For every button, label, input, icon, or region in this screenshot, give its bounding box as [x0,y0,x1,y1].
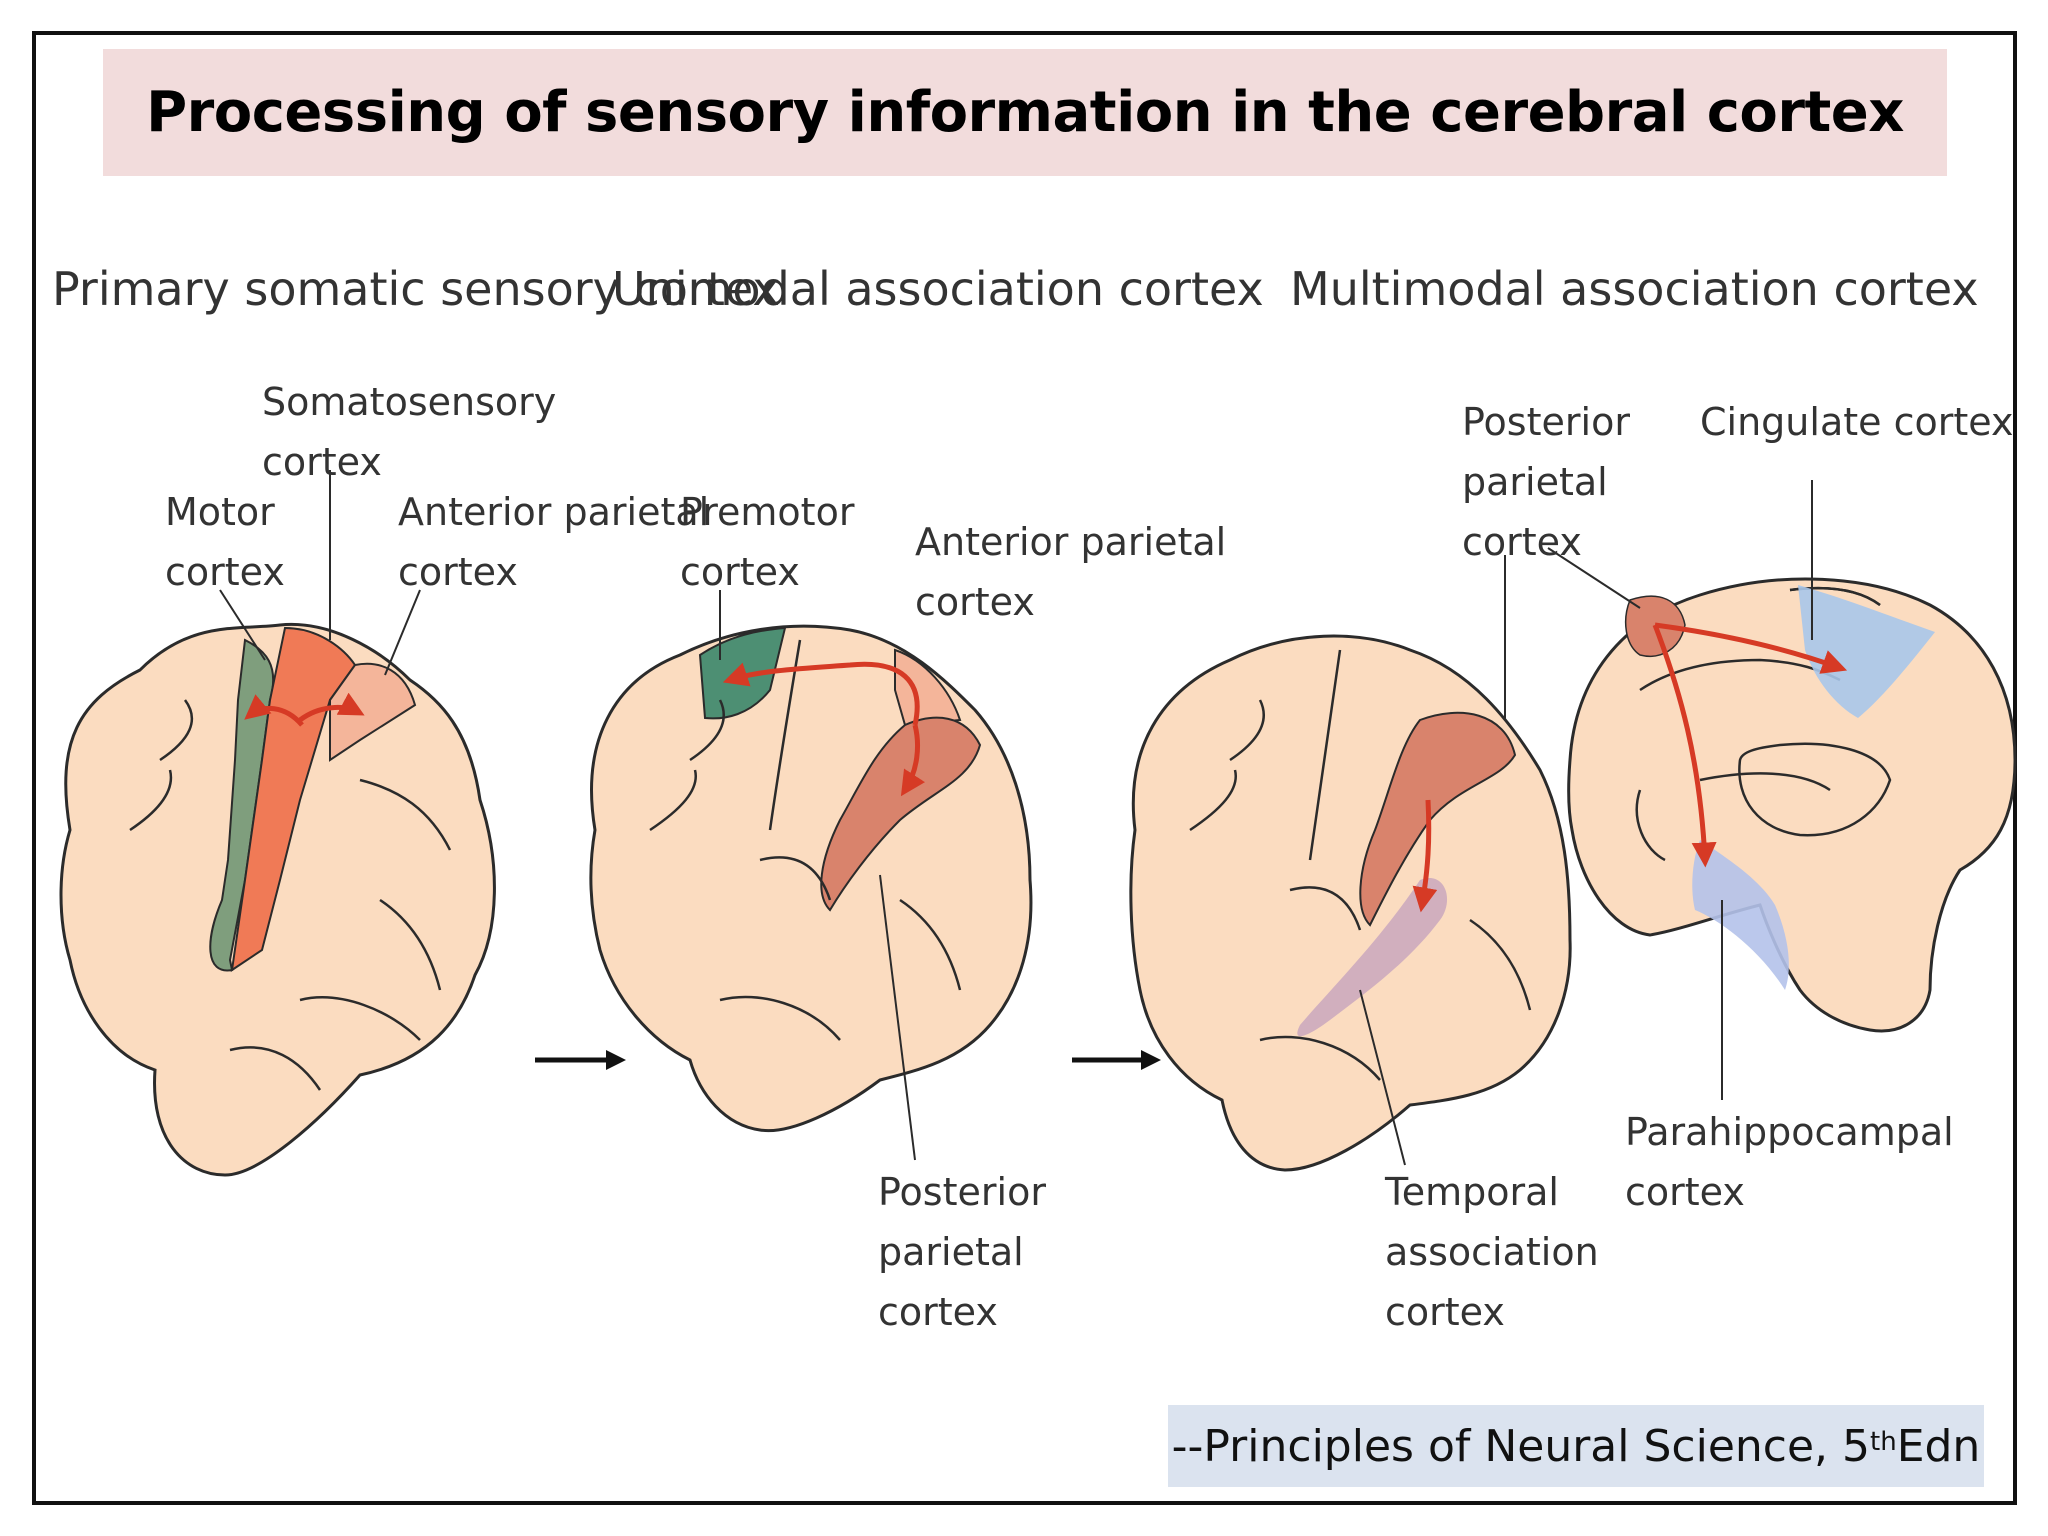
gyri-lines [129,699,452,1091]
parahippocampal-cortex-region [1692,840,1789,990]
brain-lateral-3 [1129,555,1572,1172]
label-posterior-parietal-3: Posterior parietal cortex [1462,400,1642,564]
panel-2-heading: Unimodal association cortex [612,262,1264,316]
brain-outline [589,624,1033,1133]
label-posterior-parietal-2: Posterior parietal cortex [878,1170,1058,1334]
citation-prefix: --Principles of Neural Science, 5 [1171,1420,1870,1472]
brain-lateral-2 [589,590,1033,1161]
arrow-to-anterior-parietal [298,692,365,723]
arrow-to-posterior-parietal [900,724,926,797]
posterior-parietal-region [1359,711,1517,927]
leader-posterior-parietal [879,874,916,1161]
gyri-lines [649,639,962,1041]
label-parahippocampal: Parahippocampal cortex [1625,1110,1966,1214]
gyri-lines [1189,649,1532,1081]
arrow-to-cingulate [1654,622,1848,674]
somatosensory-cortex-region [230,626,357,973]
label-motor: Motor cortex [165,490,287,594]
arrow-to-temporal [1412,799,1438,913]
panel-3-heading: Multimodal association cortex [1290,262,1979,316]
label-temporal: Temporal association cortex [1384,1170,1611,1334]
label-cingulate: Cingulate cortex [1700,400,2013,444]
posterior-parietal-region [820,716,982,912]
citation-sup: th [1870,1427,1897,1457]
title-banner: Processing of sensory information in the… [103,49,1947,176]
brain-medial [1547,480,2017,1100]
arrow-to-premotor [722,661,920,726]
cingulate-cortex-region [1798,585,1935,718]
panel-1-heading: Primary somatic sensory cortex [52,262,780,316]
leader-posterior-parietal-hub [1547,547,1641,609]
brain-outline [59,622,496,1177]
leader-anterior-parietal [384,589,421,676]
label-anterior-parietal-2: Anterior parietal cortex [915,520,1238,624]
label-somatosensory: Somatosensory cortex [262,380,568,484]
citation-suffix: Edn [1896,1420,1981,1472]
arrow-to-motor [244,694,304,727]
leader-temporal [1359,989,1406,1166]
label-premotor: Premotor cortex [680,490,867,594]
label-anterior-parietal-1: Anterior parietal cortex [398,490,721,594]
leader-motor [219,589,266,661]
anterior-parietal-region [329,662,417,762]
brain-lateral-1 [59,470,496,1177]
arrow-to-parahippocampal [1652,624,1717,868]
slide-title: Processing of sensory information in the… [146,80,1904,145]
temporal-association-region [1297,878,1448,1037]
